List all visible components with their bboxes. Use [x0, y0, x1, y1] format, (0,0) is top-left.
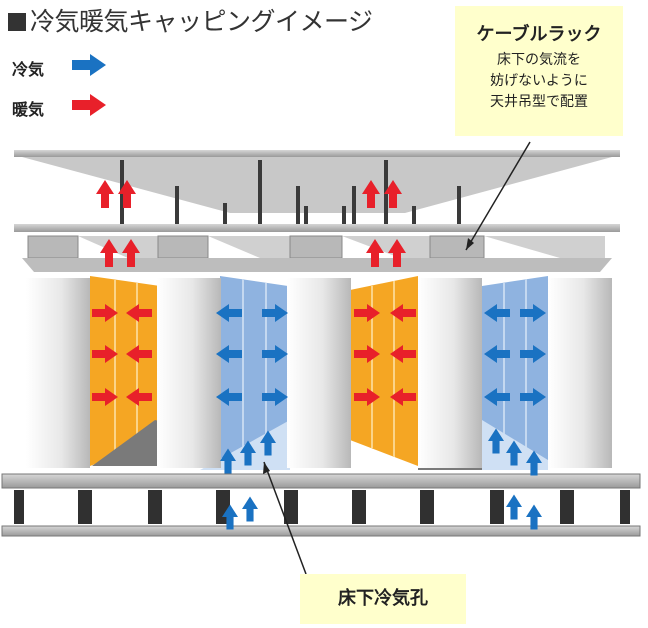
cable-rack-line-1: 床下の気流を [497, 52, 581, 68]
legend-cold-label: 冷気 [12, 60, 45, 79]
floor-pedestals [14, 490, 630, 524]
cold-aisle-left [220, 276, 288, 466]
server-racks [26, 278, 612, 468]
floor-vent-callout: 床下冷気孔 [300, 574, 466, 624]
raised-floor [1, 473, 641, 489]
ceiling-plenum [22, 157, 612, 213]
floor-vent-leader-line [263, 461, 307, 575]
cable-rack-description: 床下の気流を 妨げないように 天井吊型で配置 [455, 50, 623, 113]
cable-rack-callout: ケーブルラック 床下の気流を 妨げないように 天井吊型で配置 [455, 6, 623, 136]
title-square-icon [8, 13, 26, 31]
legend-warm-label: 暖気 [12, 100, 45, 119]
ceiling-slab [14, 150, 620, 157]
floor-vent-label: 床下冷気孔 [338, 588, 428, 609]
hot-aisle-right [350, 276, 418, 466]
legend-warm: 暖気 [12, 94, 106, 120]
cable-rack-heading: ケーブルラック [476, 24, 602, 45]
title-text: 冷気暖気キャッピングイメージ [30, 7, 373, 36]
legend-cold-arrow-icon [72, 54, 106, 76]
cable-rack-line-2: 妨げないように [490, 73, 588, 89]
cable-rack-leader-line [465, 141, 531, 251]
legend-warm-arrow-icon [72, 94, 106, 116]
cable-tray-plane [14, 224, 620, 232]
cold-aisle-right [482, 276, 548, 466]
diagram-title: 冷気暖気キャッピングイメージ [8, 2, 373, 38]
hot-aisle-left [90, 276, 160, 466]
legend-cold: 冷気 [12, 54, 106, 80]
base-floor [1, 525, 641, 537]
cable-rack-line-3: 天井吊型で配置 [490, 94, 588, 110]
